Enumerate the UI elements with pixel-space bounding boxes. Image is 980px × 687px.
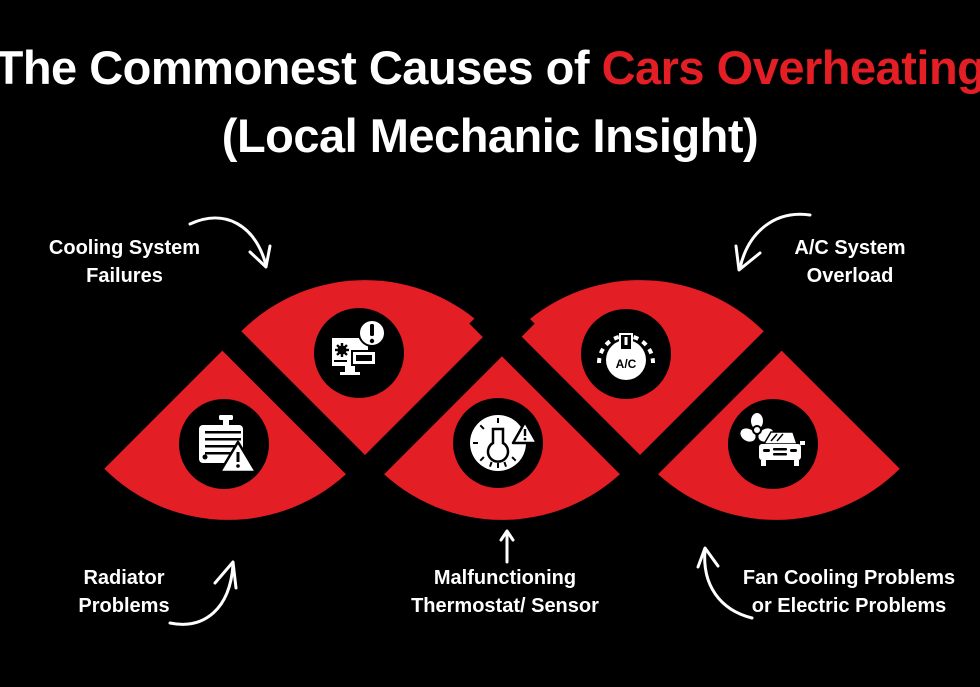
label-ac-system: A/C System Overload bbox=[794, 237, 906, 287]
petal-separators bbox=[194, 311, 806, 489]
arrow-thermostat-icon bbox=[499, 529, 515, 564]
arrow-cooling-system-icon bbox=[188, 216, 272, 269]
arrow-fan-electric-icon bbox=[696, 546, 754, 620]
page-title-line-2: (Local Mechanic Insight) bbox=[221, 109, 759, 162]
ac-icon-text: A/C bbox=[616, 357, 637, 371]
radiator-warning-icon bbox=[179, 399, 269, 489]
page-title-line-1: The Commonest Causes of Cars Overheating bbox=[0, 40, 980, 95]
label-radiator: Radiator Problems bbox=[78, 567, 170, 617]
arrow-radiator-icon bbox=[168, 560, 238, 626]
label-cooling-system: Cooling System Failures bbox=[48, 237, 201, 287]
thermometer-gauge-warning-icon bbox=[453, 398, 543, 488]
fan-car-icon bbox=[728, 399, 818, 489]
label-fan-electric: Fan Cooling Problems or Electric Problem… bbox=[742, 567, 956, 617]
ac-dial-icon: A/C bbox=[581, 309, 671, 399]
computer-warning-icon bbox=[314, 308, 404, 398]
arrow-ac-system-icon bbox=[734, 212, 812, 272]
title-prefix: The Commonest Causes of bbox=[0, 41, 602, 94]
label-thermostat: Malfunctioning Thermostat/ Sensor bbox=[411, 567, 599, 617]
title-accent: Cars Overheating bbox=[601, 41, 980, 94]
